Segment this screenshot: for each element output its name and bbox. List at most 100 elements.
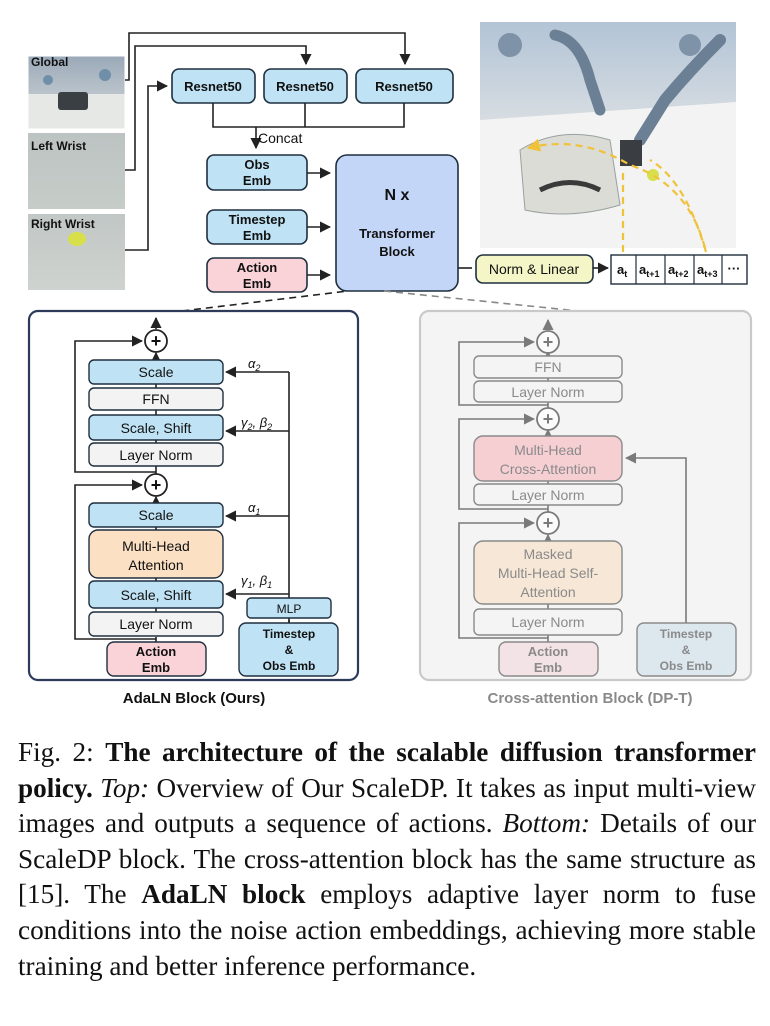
adaln-scale-1-label: Scale [138,507,173,523]
caption-top-label: Top: [100,772,150,803]
transformer-label-line1: Transformer [359,226,435,241]
adaln-scale-1 [88,502,224,528]
cross-action-emb-line2: Emb [534,660,562,675]
cross-title: Cross-attention Block (DP-T) [487,690,692,707]
resnet-label-1: Resnet50 [184,79,242,94]
zoom-line-left [181,290,349,312]
view-to-resnet-connectors [125,32,411,251]
resnet-label-2: Resnet50 [276,79,334,94]
robot-scene-image [480,22,736,253]
obs-emb-line2: Emb [243,173,271,188]
resnet-boxes: Resnet50 Resnet50 Resnet50 [171,68,454,104]
zoom-line-right [383,290,579,312]
caption-top-text: Overview of Our ScaleDP. It takes as inp… [18,772,756,839]
concat-connector [212,103,405,150]
cross-layer-norm-1 [473,608,623,636]
adaln-mha-line2: Attention [128,557,183,573]
adaln-condition-lines [224,366,290,623]
adaln-layer-norm-2 [88,442,224,467]
adaln-mha [88,529,224,579]
caption-adaln-bold: AdaLN block [141,879,306,910]
architecture-diagram: Global Left Wrist Right Wrist Resnet50 R… [27,22,753,707]
adaln-action-emb-line1: Action [136,644,177,659]
cross-cond-line2: & [682,643,691,657]
cross-masked-line2: Multi-Head Self- [498,565,599,581]
adaln-flow-lines [74,316,162,642]
caption-bottom-text2: employs adaptive layer norm to fuse cond… [18,879,757,981]
cross-masked-line3: Attention [520,584,575,600]
adaln-gamma1-beta1: γ1, β1 [241,573,272,590]
left-wrist-view-label: Left Wrist [31,139,86,153]
action-emb-line2: Emb [243,276,271,291]
adaln-layer-norm-1-label: Layer Norm [119,616,192,632]
caption-title: The architecture of the scalable diffusi… [18,737,756,803]
cross-layer-norm-2-label: Layer Norm [511,487,584,503]
adaln-plus-mid-symbol: + [151,475,162,495]
action-t: at [617,262,627,279]
adaln-ffn [88,387,224,411]
adaln-title: AdaLN Block (Ours) [123,690,266,707]
cross-mhca-line2: Cross-Attention [500,461,596,477]
action-emb-line1: Action [237,260,278,275]
action-t1: at+1 [639,262,660,279]
adaln-plus-mid [144,473,168,497]
cross-cond-line3: Obs Emb [660,659,713,673]
adaln-scale-shift-1-label: Scale, Shift [121,587,192,603]
adaln-scale-2 [88,359,224,385]
timestep-emb-line1: Timestep [229,212,286,227]
global-view-image [27,55,126,130]
cross-masked-line1: Masked [523,546,572,562]
right-wrist-view-label: Right Wrist [31,217,95,231]
adaln-cond-line3: Obs Emb [263,659,316,673]
cross-ffn [473,355,623,379]
concat-label: Concat [258,130,302,146]
action-ellipsis: ··· [728,261,741,276]
action-sequence: at at+1 at+2 at+3 ··· [610,254,748,285]
adaln-plus-top-symbol: + [151,331,162,351]
global-view-label: Global [31,55,68,69]
timestep-emb-line2: Emb [243,228,271,243]
adaln-gamma2-beta2: γ2, β2 [241,415,272,432]
figure-caption: Fig. 2: The architecture of the scalable… [18,735,756,984]
adaln-ffn-label: FFN [142,391,169,407]
adaln-action-emb [106,641,207,677]
adaln-layer-norm-1 [88,611,224,637]
adaln-mlp [246,597,332,619]
cross-plus-bottom-symbol: + [543,513,554,533]
cross-plus-top-symbol: + [543,332,554,352]
cross-layer-norm-3 [473,380,623,403]
cross-action-emb [498,641,599,677]
architecture-figure: Global Left Wrist Right Wrist Resnet50 R… [27,22,753,707]
adaln-layer-norm-2-label: Layer Norm [119,447,192,463]
cross-ffn-label: FFN [534,359,561,375]
right-wrist-view-image [28,214,125,290]
adaln-cond-line1: Timestep [263,627,315,641]
norm-linear-label: Norm & Linear [489,261,580,277]
cross-layer-norm-2 [473,483,623,506]
adaln-plus-top [144,329,168,353]
cross-plus-top [536,330,560,354]
cross-plus-mid [536,407,560,431]
emb-to-transformer-arrows [307,167,332,281]
action-t3: at+3 [697,262,718,279]
caption-fig-number: Fig. 2: [18,737,106,767]
resnet-label-3: Resnet50 [375,79,433,94]
obs-emb-line1: Obs [244,157,269,172]
adaln-cond-line2: & [285,643,294,657]
caption-bottom-label: Bottom: [502,808,591,839]
left-wrist-view-image [28,133,125,209]
adaln-panel [27,309,360,682]
adaln-alpha1: α1 [248,500,260,517]
adaln-scale-shift-2-label: Scale, Shift [121,420,192,436]
cross-layer-norm-1-label: Layer Norm [511,614,584,630]
cross-plus-bottom [536,511,560,535]
norm-linear-box [475,254,594,284]
adaln-scale-2-label: Scale [138,364,173,380]
transformer-label-line2: Block [379,244,415,259]
cross-plus-mid-symbol: + [543,409,554,429]
adaln-cond-emb [238,622,339,677]
cross-mhca [473,435,623,482]
adaln-scale-shift-1 [88,580,224,609]
action-t2: at+2 [668,262,689,279]
adaln-scale-shift-2 [88,414,224,441]
